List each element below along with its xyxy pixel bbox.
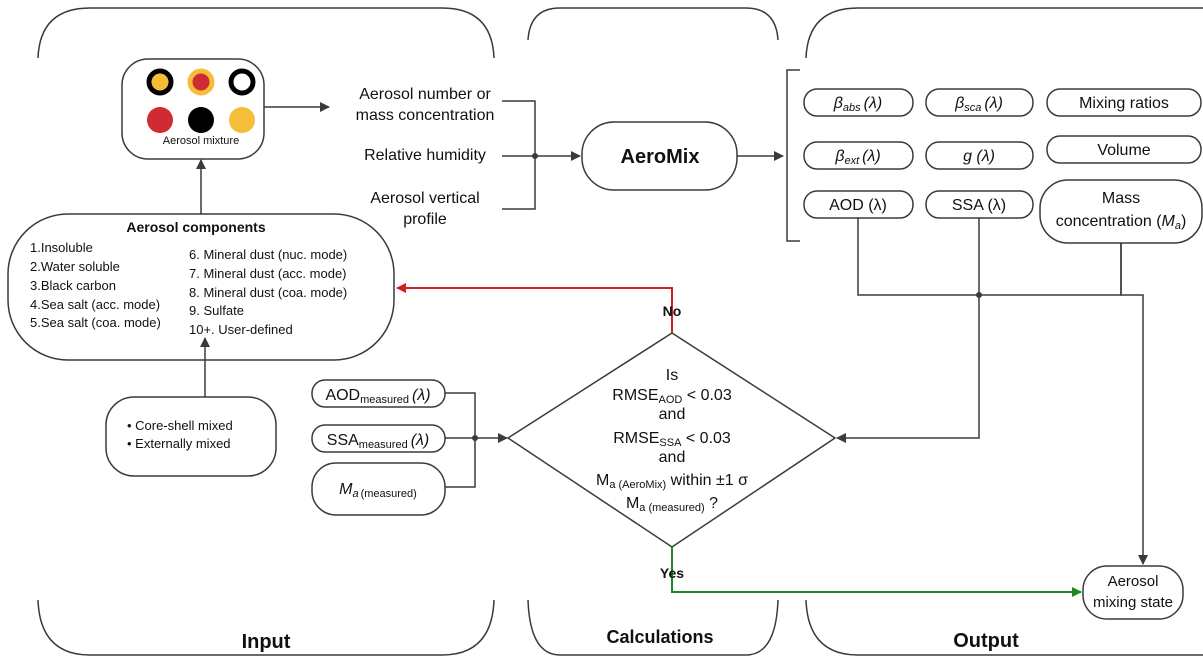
decision-and-1: and [659,406,686,423]
beta-ext-box [803,141,914,170]
input-frame-bottom [37,599,495,656]
mixing-state-line1: Aerosol [1108,573,1159,590]
component-item: 2.Water soluble [30,259,120,274]
input-vertical-profile-line1: Aerosol vertical [370,190,479,207]
arrow-mass-to-mixing-state [1120,243,1148,565]
input-merge-bracket [502,100,536,210]
measured-merge [445,392,476,488]
aeromix-label: AeroMix [621,146,700,168]
aerosol-components-title: Aerosol components [126,219,265,235]
input-number-concentration-line1: Aerosol number or [359,86,491,103]
input-vertical-profile-line2: profile [403,211,447,228]
mass-concentration-line1: Mass [1102,190,1140,207]
beta-abs-box [803,88,914,117]
junction-inputs [532,153,538,159]
component-item: 6. Mineral dust (nuc. mode) [189,247,347,262]
mixing-ratios-label: Mixing ratios [1079,95,1169,112]
component-item: 9. Sulfate [189,303,244,318]
decision-rmse-ssa: RMSESSA < 0.03 [613,430,731,449]
g-box [925,141,1034,170]
component-item: 5.Sea salt (coa. mode) [30,315,161,330]
component-item: 3.Black carbon [30,278,116,293]
beta-sca-label: βsca(λ) [954,95,1003,114]
particle-external-orange [229,107,255,133]
mixing-option-core-shell: • Core-shell mixed [127,418,233,433]
volume-label: Volume [1097,142,1150,159]
output-bracket [786,69,800,242]
particle-core-shell-red-orange [187,68,215,96]
ssa-measured-label: SSAmeasured(λ) [327,432,429,451]
g-label: g (λ) [963,148,995,165]
beta-abs-label: βabs(λ) [833,95,882,114]
decision-rmse-aod: RMSEAOD < 0.03 [612,387,732,406]
mixing-state-box [1082,565,1184,620]
mixing-ratios-box [1046,88,1202,117]
mass-concentration-line2: concentration (Ma) [1056,213,1187,232]
input-frame-top [37,7,495,59]
junction-measured [472,435,478,441]
output-frame-top [805,7,1203,59]
mixing-option-external: • Externally mixed [127,436,231,451]
component-item: 4.Sea salt (acc. mode) [30,297,160,312]
ssa-output-label: SSA (λ) [952,197,1006,214]
calc-frame-bottom [527,599,779,656]
particle-external-red [147,107,173,133]
component-item: 8. Mineral dust (coa. mode) [189,285,347,300]
particle-core-shell-orange-black [146,68,174,96]
input-relative-humidity: Relative humidity [364,147,486,164]
junction-outputs [976,292,982,298]
volume-box [1046,135,1202,164]
aod-measured-label: AODmeasured(λ) [325,387,430,406]
component-item: 10+. User-defined [189,322,293,337]
beta-sca-box [925,88,1034,117]
decision-ma-measured: Ma (measured) ? [626,495,718,514]
component-item: 1.Insoluble [30,240,93,255]
output-frame-bottom [805,599,1203,656]
arrow-outputs-to-decision [836,295,980,443]
decision-and-2: and [659,449,686,466]
particle-external-black [188,107,214,133]
section-title-output: Output [953,630,1019,652]
no-branch-arrow [396,283,673,333]
particle-core-shell-white-black [228,68,256,96]
input-number-concentration-line2: mass concentration [356,107,495,124]
decision-ma-aeromix: Ma (AeroMix) within ±1 σ [596,472,748,491]
no-branch-label: No [663,303,682,319]
yes-branch-arrow [671,547,1082,597]
aerosol-mixture-label: Aerosol mixture [163,135,239,147]
mixing-options-box [105,396,277,477]
mixing-state-line2: mixing state [1093,594,1173,611]
decision-is: Is [666,367,678,384]
beta-ext-label: βext(λ) [834,148,880,167]
yes-branch-label: Yes [660,565,684,581]
aod-output-label: AOD (λ) [829,197,887,214]
ma-measured-label: Ma(measured) [339,481,417,500]
component-item: 7. Mineral dust (acc. mode) [189,266,347,281]
section-title-calculations: Calculations [606,627,713,647]
ma-measured-box [311,462,446,516]
section-title-input: Input [242,631,291,653]
calc-frame-top [527,7,779,41]
